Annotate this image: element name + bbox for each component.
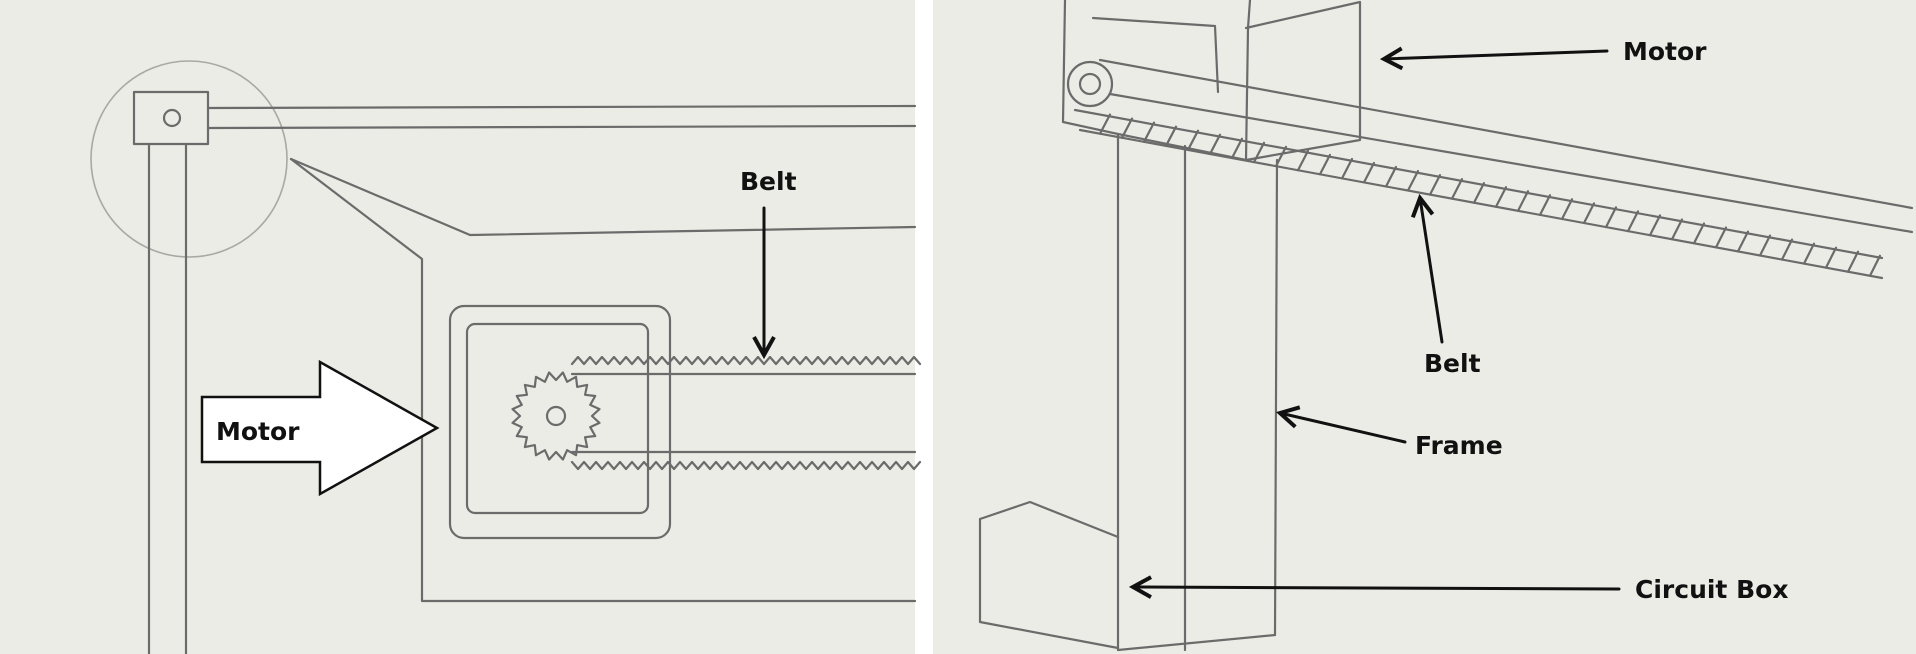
motor-housing-outer — [448, 304, 672, 540]
belt-arrow — [1420, 198, 1444, 344]
belt-tooth — [1516, 190, 1530, 212]
belt-tooth — [1208, 133, 1222, 156]
belt-tooth — [1142, 121, 1156, 143]
belt-tooth — [1120, 117, 1134, 139]
belt-tooth — [1230, 137, 1244, 160]
belt-tooth — [1252, 141, 1266, 164]
circuit-box-label: Circuit Box — [1635, 575, 1788, 604]
belt-tooth — [1494, 186, 1508, 208]
frame-label: Frame — [1415, 431, 1503, 460]
callout-line-top — [289, 157, 917, 237]
belt-tooth — [1780, 238, 1794, 261]
belt-tooth — [1560, 198, 1574, 221]
belt-tooth — [1428, 174, 1442, 196]
belt-teeth — [1098, 113, 1882, 277]
belt-tooth — [1538, 194, 1552, 216]
right-panel-perspective-view: Motor Belt Frame Circuit Box — [933, 0, 1916, 654]
motor-arrow — [1384, 51, 1609, 59]
frame-base — [1116, 633, 1277, 652]
belt-tooth — [1868, 254, 1882, 277]
belt-tooth — [1824, 246, 1838, 269]
small-gear — [162, 108, 182, 128]
belt-tooth — [1384, 165, 1398, 188]
motor-housing-inner — [465, 322, 650, 515]
paper-background — [0, 0, 915, 654]
belt-tooth — [1098, 113, 1112, 135]
top-rail-upper — [206, 104, 917, 110]
belt-tooth — [1582, 202, 1596, 225]
belt-tooth — [1318, 153, 1332, 176]
belt-upper-edge-2 — [1108, 92, 1914, 234]
zoom-circle — [90, 60, 288, 258]
belt-tooth — [1164, 125, 1178, 147]
belt-tooth — [1604, 206, 1618, 229]
belt-tooth — [1802, 242, 1816, 265]
belt-tooth — [1648, 214, 1662, 237]
left-panel-top-view: Belt Motor — [0, 0, 922, 654]
belt-tooth — [1472, 182, 1486, 204]
motor-block-arrow — [200, 359, 440, 497]
belt-lower-edge-2 — [1078, 128, 1884, 280]
belt-upper-edge-1 — [1098, 58, 1914, 210]
belt-tooth — [1340, 157, 1354, 180]
motor-box-front — [1061, 0, 1252, 162]
belt-tooth — [1692, 222, 1706, 245]
frame-arrow — [1280, 413, 1407, 444]
small-motor-box — [132, 90, 210, 146]
gear-hub — [545, 405, 567, 427]
belt-tooth — [1736, 230, 1750, 253]
paper-background — [933, 0, 1916, 654]
belt-tooth — [1362, 161, 1376, 184]
gear-icon — [1066, 60, 1114, 108]
belt-tooth — [1714, 226, 1728, 249]
belt-label: Belt — [1424, 349, 1481, 378]
belt-tooth — [1296, 149, 1310, 172]
circuit-box — [978, 500, 1120, 650]
belt-label: Belt — [740, 167, 797, 196]
motor-label: Motor — [1623, 37, 1707, 66]
gear-hub — [1078, 72, 1102, 96]
belt-tooth — [1626, 210, 1640, 233]
circuit-box-arrow — [1133, 587, 1621, 589]
motor-label: Motor — [216, 417, 300, 446]
belt-tooth — [1846, 250, 1860, 273]
belt-tooth — [1450, 178, 1464, 200]
belt-top-edge — [570, 355, 922, 376]
frame-edge-right — [1273, 158, 1279, 637]
belt-tooth — [1758, 234, 1772, 257]
top-rail-lower — [206, 124, 917, 130]
motor-box-inner — [1091, 16, 1220, 94]
belt-tooth — [1406, 169, 1420, 192]
motor-box-side — [1244, 0, 1362, 162]
belt-tooth — [1670, 218, 1684, 241]
belt-bottom-edge — [570, 450, 922, 471]
belt-tooth — [1186, 129, 1200, 152]
